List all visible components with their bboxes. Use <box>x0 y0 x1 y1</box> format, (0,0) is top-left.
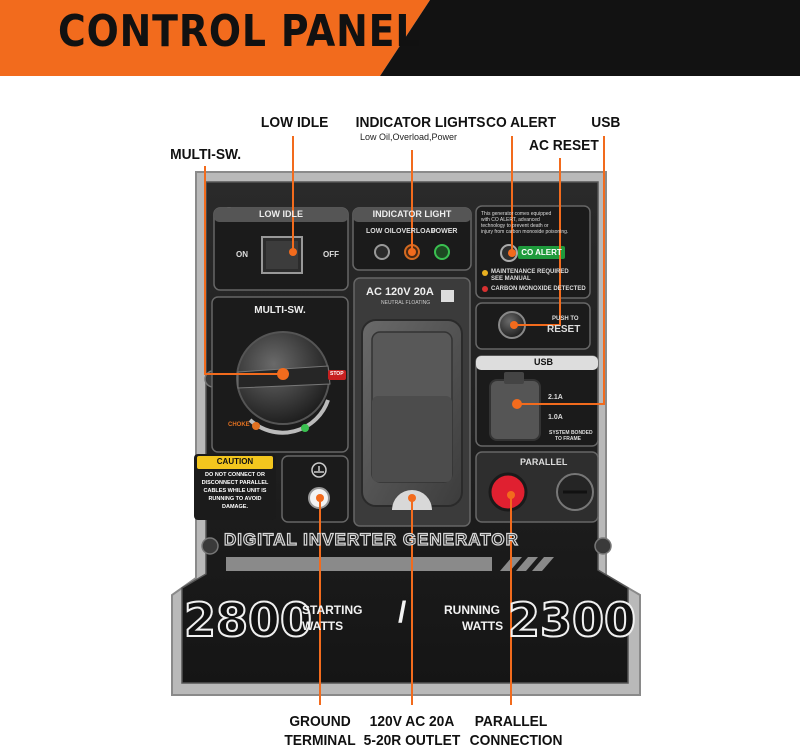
running-watts-value: 2300 <box>507 592 637 648</box>
co-detected-label: CARBON MONOXIDE DETECTED <box>491 286 586 292</box>
callout-indicator-lights-sub: Low Oil,Overload,Power <box>360 132 458 142</box>
caution-line-4: RUNNING TO AVOID <box>208 496 262 502</box>
power-light-icon <box>434 244 450 260</box>
banner-dark-band <box>380 0 800 76</box>
starting-label-2: WATTS <box>302 619 344 633</box>
callout-outlet-1: 120V AC 20A <box>369 713 455 730</box>
usb-cover-hinge <box>504 372 524 384</box>
low-idle-on-label: ON <box>236 250 248 259</box>
reset-label-1: PUSH TO <box>552 316 579 322</box>
outlet-sub: NEUTRAL FLOATING <box>381 300 431 306</box>
usb-bond-label-2: TO FRAME <box>555 436 582 442</box>
parallel-red-terminal[interactable] <box>488 472 528 512</box>
stop-label: STOP <box>330 371 344 377</box>
outlet-plug-icon <box>441 290 454 302</box>
low-oil-light-icon <box>374 244 390 260</box>
low-oil-label: LOW OIL <box>366 228 396 235</box>
multi-sw-orange-dot-icon <box>252 422 260 430</box>
usb-title-bar <box>476 356 598 370</box>
callout-parallel-1: PARALLEL <box>474 713 548 730</box>
banner-orange-band <box>0 0 430 76</box>
stop-marker <box>328 370 346 380</box>
co-alert-badge-label: CO ALERT <box>521 248 562 257</box>
callout-outlet-2: 5-20R OUTLET <box>363 732 461 749</box>
caution-box <box>194 454 276 520</box>
callout-ground-terminal-2: TERMINAL <box>284 732 356 749</box>
callout-multi-sw: MULTI-SW. <box>170 146 242 163</box>
indicator-title: INDICATOR LIGHT <box>372 209 452 219</box>
caution-line-5: DAMAGE. <box>222 504 248 510</box>
brand-strip-slash-2 <box>516 557 538 571</box>
callout-indicator-lights: INDICATOR LIGHTS <box>355 114 486 131</box>
multi-sw-green-dot-icon <box>301 424 309 432</box>
running-label-1: RUNNING <box>444 603 500 617</box>
parallel-title: PARALLEL <box>520 457 568 467</box>
screw-icon <box>594 537 612 555</box>
reset-label-2: RESET <box>547 324 581 335</box>
power-label: POWER <box>431 228 458 235</box>
co-note-2: with CO ALERT, advanced <box>481 217 540 223</box>
callout-ac-reset: AC RESET <box>529 137 599 154</box>
brand-strip-text: DIGITAL INVERTER GENERATOR <box>223 529 519 549</box>
outlet-title: AC 120V 20A <box>366 286 434 298</box>
co-note-1: This generator comes equipped <box>481 211 552 217</box>
outlet-cover-tab <box>372 396 452 482</box>
co-alert-badge <box>518 246 565 259</box>
brand-strip-slash-3 <box>532 557 554 571</box>
caution-title: CAUTION <box>216 457 254 466</box>
usb-1-0a-label: 1.0A <box>548 414 563 421</box>
low-idle-off-label: OFF <box>323 250 339 259</box>
callout-co-alert: CO ALERT <box>486 114 557 131</box>
brand-strip-bar <box>226 557 492 571</box>
ground-symbol-icon <box>311 462 327 478</box>
usb-2-1a-label: 2.1A <box>548 394 563 401</box>
choke-label: CHOKE <box>228 422 250 428</box>
callout-usb: USB <box>591 114 621 131</box>
caution-line-1: DO NOT CONNECT OR <box>205 472 265 478</box>
usb-title: USB <box>534 357 554 367</box>
banner <box>0 0 800 76</box>
callout-lines <box>204 136 605 705</box>
callout-dots <box>277 248 522 502</box>
running-label-2: WATTS <box>462 619 504 633</box>
watts-slash: / <box>398 596 407 629</box>
usb-bond-label-1: SYSTEM BONDED <box>549 430 593 436</box>
callout-ground-terminal-1: GROUND <box>289 713 351 730</box>
co-detected-dot-icon <box>482 286 488 292</box>
page-title: CONTROL PANEL <box>58 6 421 57</box>
co-note-4: injury from carbon monoxide poisoning. <box>481 229 569 235</box>
caution-line-3: CABLES WHILE UNIT IS <box>203 488 267 494</box>
maintenance-label: MAINTENANCE REQUIRED <box>491 269 569 275</box>
multi-sw-arc <box>248 399 330 435</box>
starting-watts-value: 2800 <box>183 592 313 648</box>
callout-low-idle: LOW IDLE <box>260 114 329 131</box>
usb-cover[interactable] <box>489 379 541 441</box>
maintenance-sub-label: SEE MANUAL <box>491 276 531 282</box>
co-note-3: technology to prevent death or <box>481 223 549 229</box>
low-idle-title-bar <box>214 208 348 222</box>
caution-line-2: DISCONNECT PARALLEL <box>201 480 269 486</box>
low-idle-title: LOW IDLE <box>259 209 303 219</box>
overload-label: OVERLOAD <box>396 228 436 235</box>
caution-title-bar <box>197 456 273 469</box>
starting-label-1: STARTING <box>302 603 363 617</box>
maintenance-dot-icon <box>482 270 488 276</box>
multi-sw-title: MULTI-SW. <box>254 305 306 316</box>
callout-parallel-2: CONNECTION <box>469 732 563 749</box>
screw-icon <box>201 537 219 555</box>
